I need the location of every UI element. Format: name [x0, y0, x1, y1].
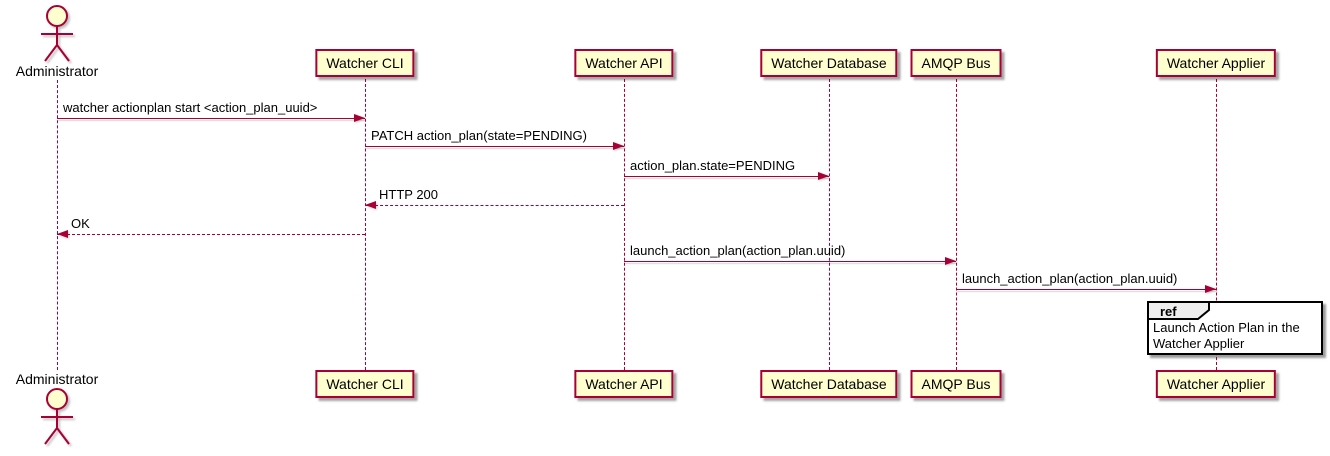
message-arrowhead-icon [1205, 285, 1216, 293]
ref-text-line: Watcher Applier [1153, 336, 1245, 351]
message-label: launch_action_plan(action_plan.uuid) [962, 271, 1178, 286]
participant-bottom-amqp-bus: AMQP Bus [910, 370, 1002, 398]
lifeline-watcher-cli [364, 79, 366, 370]
message-line [365, 146, 624, 147]
message-arrowhead-icon [354, 114, 365, 122]
ref-keyword: ref [1160, 304, 1177, 319]
message-label: watcher actionplan start <action_plan_uu… [63, 100, 318, 115]
participant-label: Watcher Database [771, 55, 887, 71]
message-line [624, 176, 829, 177]
actor-icon-bottom [41, 388, 73, 445]
message-line [57, 234, 365, 235]
message-label: OK [71, 216, 90, 231]
lifeline-watcher-api [623, 79, 625, 370]
ref-text-line: Launch Action Plan in the [1153, 320, 1300, 335]
actor-label-bottom: Administrator [15, 371, 99, 387]
participant-top-watcher-database: Watcher Database [760, 49, 898, 77]
participant-top-watcher-api: Watcher API [574, 49, 674, 77]
participant-bottom-watcher-cli: Watcher CLI [315, 370, 415, 398]
participant-bottom-watcher-api: Watcher API [574, 370, 674, 398]
lifeline-administrator [56, 80, 58, 370]
participant-bottom-watcher-database: Watcher Database [760, 370, 898, 398]
participant-label: Watcher API [585, 55, 663, 71]
participant-label: Watcher API [585, 376, 663, 392]
message-arrowhead-icon [613, 142, 624, 150]
actor-label-top: Administrator [15, 63, 99, 79]
message-line [57, 118, 365, 119]
ref-tab: ref [1147, 301, 1210, 320]
participant-label: Watcher Database [771, 376, 887, 392]
message-line [365, 205, 624, 206]
message-label: launch_action_plan(action_plan.uuid) [630, 243, 846, 258]
message-line [956, 289, 1216, 290]
lifeline-amqp-bus [955, 79, 957, 370]
participant-label: AMQP Bus [921, 55, 991, 71]
participant-label: AMQP Bus [921, 376, 991, 392]
participant-top-watcher-applier: Watcher Applier [1155, 49, 1277, 77]
participant-label: Watcher CLI [326, 376, 404, 392]
actor-icon-top [41, 5, 73, 62]
message-arrowhead-icon [945, 257, 956, 265]
message-arrowhead-icon [365, 201, 376, 209]
participant-label: Watcher CLI [326, 55, 404, 71]
message-label: PATCH action_plan(state=PENDING) [371, 128, 587, 143]
participant-label: Watcher Applier [1166, 376, 1266, 392]
message-label: HTTP 200 [379, 187, 439, 202]
participant-top-amqp-bus: AMQP Bus [910, 49, 1002, 77]
participant-label: Watcher Applier [1166, 55, 1266, 71]
lifeline-watcher-database [828, 79, 830, 370]
participant-bottom-watcher-applier: Watcher Applier [1155, 370, 1277, 398]
message-line [624, 261, 956, 262]
participant-top-watcher-cli: Watcher CLI [315, 49, 415, 77]
ref-tab-shape [1147, 301, 1210, 320]
lifeline-watcher-applier [1215, 79, 1217, 370]
message-arrowhead-icon [818, 172, 829, 180]
message-arrowhead-icon [57, 230, 68, 238]
message-label: action_plan.state=PENDING [630, 158, 796, 173]
